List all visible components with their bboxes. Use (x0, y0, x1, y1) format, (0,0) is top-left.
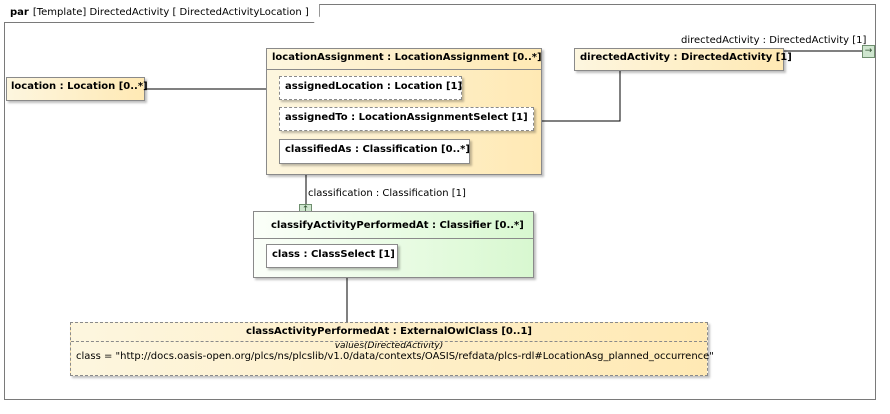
class-select-title: class : ClassSelect [1] (272, 249, 395, 260)
external-class-value: class = "http://docs.oasis-open.org/plcs… (76, 351, 714, 362)
location-part-title: location : Location [0..*] (11, 81, 148, 92)
directed-activity-port-label: directedActivity : DirectedActivity [1] (681, 35, 867, 46)
frame-title: [Template] DirectedActivity [ DirectedAc… (32, 7, 309, 18)
directed-activity-port-icon[interactable]: → (862, 45, 875, 58)
external-class-title: classActivityPerformedAt : ExternalOwlCl… (246, 326, 532, 337)
location-part[interactable]: location : Location [0..*] (6, 77, 148, 101)
assigned-location-part[interactable]: assignedLocation : Location [1] (279, 76, 462, 100)
directed-activity-title: directedActivity : DirectedActivity [1] (580, 52, 792, 63)
frame-keyword: par (10, 7, 29, 18)
connector-assignedto-directedactivity (534, 71, 621, 122)
classified-as-title: classifiedAs : Classification [0..*] (285, 144, 470, 155)
location-assignment-divider (267, 69, 541, 70)
assigned-to-title: assignedTo : LocationAssignmentSelect [1… (285, 112, 528, 123)
diagram-frame (4, 4, 876, 400)
classification-port-label: classification : Classification [1] (308, 188, 466, 199)
external-class-divider (71, 341, 707, 342)
assigned-location-title: assignedLocation : Location [1] (285, 81, 463, 92)
classifier-divider (254, 238, 533, 239)
external-class-values-header: values(DirectedActivity) (334, 341, 444, 351)
class-select-part[interactable]: class : ClassSelect [1] (266, 244, 398, 268)
frame-header: par[Template] DirectedActivity [ Directe… (4, 4, 320, 23)
classified-as-part[interactable]: classifiedAs : Classification [0..*] (279, 139, 470, 164)
classifier-title: classifyActivityPerformedAt : Classifier… (271, 220, 524, 231)
directed-activity-part[interactable]: directedActivity : DirectedActivity [1] (574, 48, 792, 71)
assigned-to-part[interactable]: assignedTo : LocationAssignmentSelect [1… (279, 107, 534, 131)
external-class-part[interactable]: classActivityPerformedAt : ExternalOwlCl… (70, 322, 714, 376)
location-assignment-title: locationAssignment : LocationAssignment … (272, 52, 542, 63)
